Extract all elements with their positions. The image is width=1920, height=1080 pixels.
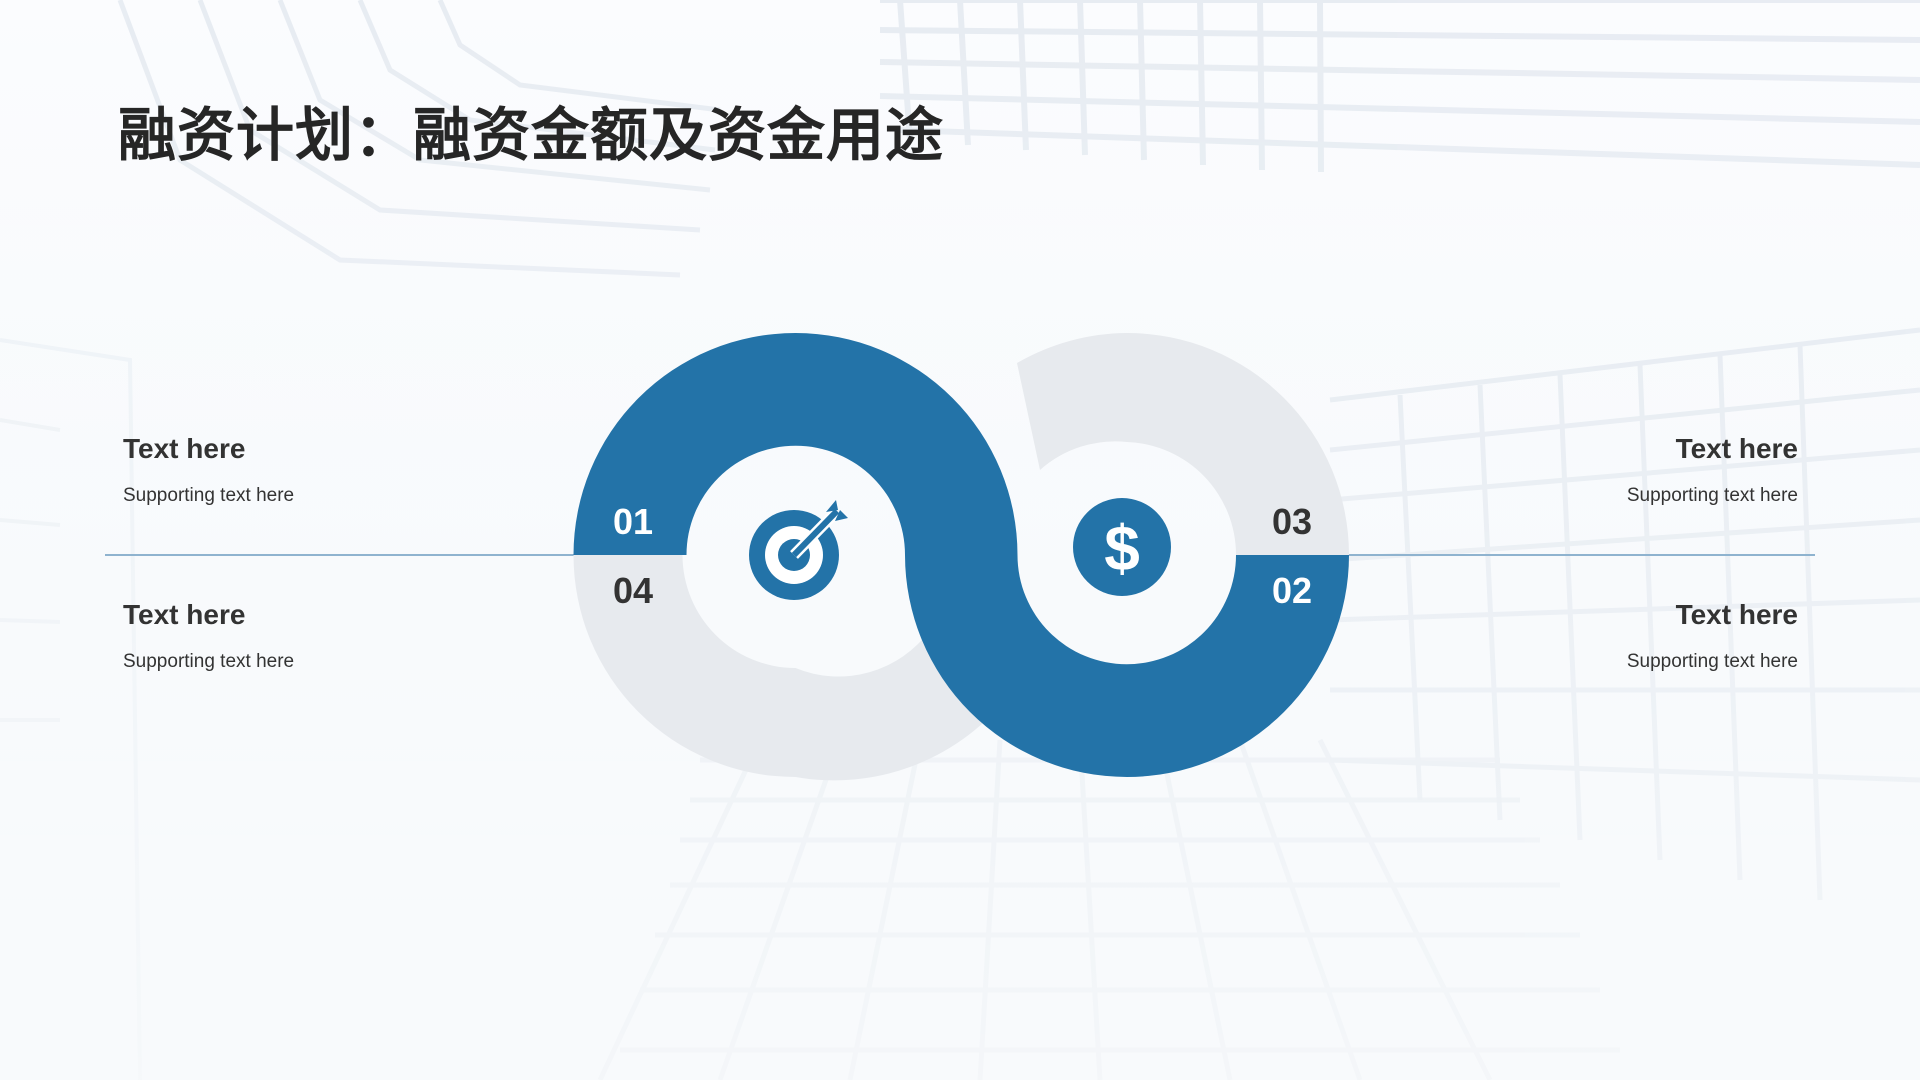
supporting-text: Supporting text here [1626, 651, 1798, 672]
text-block-top-left: Text here Supporting text here [123, 432, 543, 508]
heading: Text here [123, 599, 246, 630]
page-title: 融资计划：融资金额及资金用途 [118, 103, 945, 168]
text-block-bottom-left: Text here Supporting text here [123, 598, 543, 674]
text-block-top-right: Text here Supporting text here [1378, 432, 1798, 508]
dollar-icon: $ [1073, 498, 1171, 596]
heading: Text here [123, 433, 246, 464]
supporting-text: Supporting text here [123, 485, 295, 506]
supporting-text: Supporting text here [1626, 485, 1798, 506]
heading: Text here [1675, 433, 1798, 464]
blue-band [573, 333, 1349, 777]
svg-text:$: $ [1104, 512, 1140, 584]
target-icon [749, 500, 848, 600]
step-number-02: 02 [1272, 570, 1312, 611]
heading: Text here [1675, 599, 1798, 630]
supporting-text: Supporting text here [123, 651, 295, 672]
text-block-bottom-right: Text here Supporting text here [1378, 598, 1798, 674]
step-number-04: 04 [613, 570, 653, 611]
step-number-03: 03 [1272, 501, 1312, 542]
gray-ring-right [1017, 333, 1349, 555]
gray-ring-left [573, 555, 796, 777]
step-number-01: 01 [613, 501, 653, 542]
